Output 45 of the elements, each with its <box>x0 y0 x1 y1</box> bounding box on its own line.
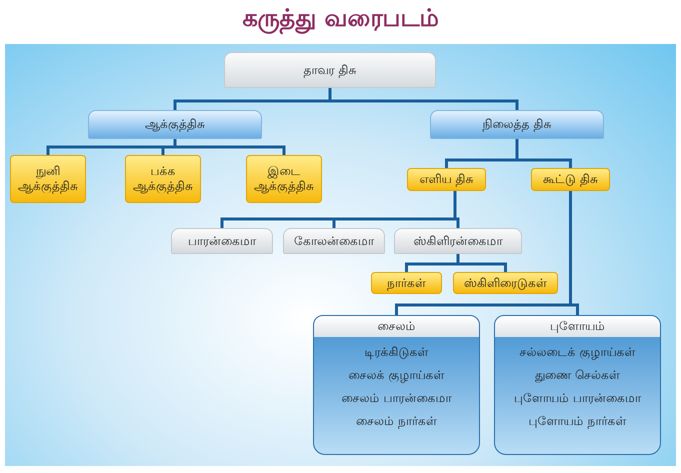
concept-box <box>430 110 604 139</box>
list-item: சல்லடைக் குழாய்கள் <box>520 344 636 362</box>
concept-box <box>125 155 201 203</box>
concept-box <box>283 228 385 254</box>
list-item: டிரக்கிடுகள் <box>364 344 428 362</box>
connector-line <box>516 139 572 168</box>
node-label: எளிய திசு <box>420 172 474 187</box>
node-label: ஆக்குத்திசு <box>145 117 205 132</box>
list-item: சைலம் நார்கள் <box>356 413 437 431</box>
concept-box <box>246 155 322 203</box>
concept-box <box>371 272 442 294</box>
connector-line <box>454 191 460 228</box>
concept-box <box>407 168 486 191</box>
connector-line <box>174 139 286 155</box>
node-label: நுனி ஆக்குத்திசு <box>17 164 79 194</box>
node-label: தாவர திசு <box>304 62 356 78</box>
node-label: ஸ்கிளிரைடுகள் <box>464 276 547 290</box>
node-label: நார்கள் <box>387 276 426 290</box>
list-item: சைலம் பாரன்கைமா <box>342 390 452 407</box>
title: கருத்து வரைபடம் <box>0 4 681 35</box>
node-label: நிலைத்த திசு <box>482 117 552 132</box>
node-label: ஸ்கிளிரன்கைமா <box>414 234 502 248</box>
node-label: கூட்டு திசு <box>543 172 598 187</box>
connector-line <box>456 254 507 272</box>
node-label: பக்க ஆக்குத்திசு <box>132 164 194 194</box>
connector-line <box>569 191 579 315</box>
concept-box <box>10 155 86 203</box>
list-item: சைலக் குழாய்கள் <box>348 367 444 385</box>
connector-line <box>328 88 518 110</box>
concept-box <box>88 110 262 139</box>
node-label: கோலன்கைமா <box>294 234 374 248</box>
tissue-panel <box>313 315 480 455</box>
node-label: இடை ஆக்குத்திசு <box>253 164 315 194</box>
concept-box <box>394 228 522 254</box>
node-label: பாரன்கைமா <box>188 234 256 248</box>
concept-box <box>224 52 436 88</box>
concept-box <box>453 272 558 294</box>
tissue-panel <box>494 315 661 455</box>
list-item: புளோயம் பாரன்கைமா <box>514 390 641 407</box>
panel-heading: புளோயம் <box>495 316 660 337</box>
list-item: துணை செல்கள் <box>535 367 620 384</box>
concept-box <box>531 168 610 191</box>
list-item: புளோயம் நார்கள் <box>528 413 626 431</box>
panel-heading: சைலம் <box>314 316 479 337</box>
concept-box <box>171 228 273 254</box>
